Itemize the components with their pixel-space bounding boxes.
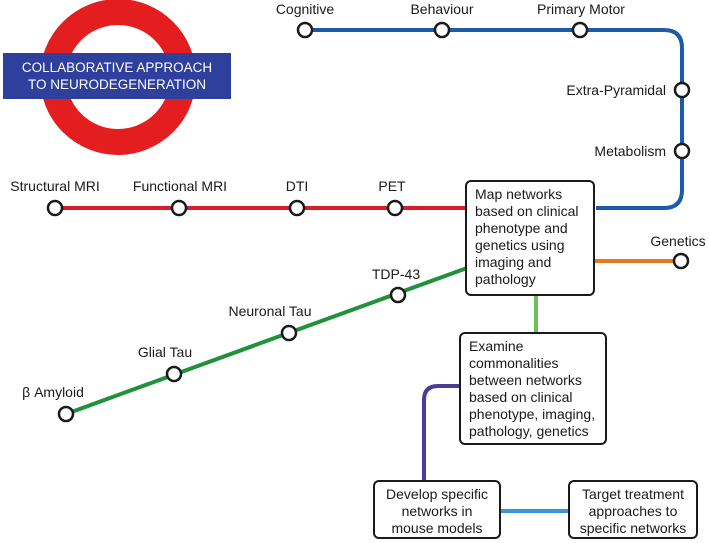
box-mouse-models: Develop specific networks in mouse model… <box>373 480 501 539</box>
box-map-networks: Map networks based on clinical phenotype… <box>465 180 595 296</box>
label-metabolism: Metabolism <box>594 143 666 159</box>
label-genetics: Genetics <box>650 233 705 249</box>
logo-bar <box>3 53 231 99</box>
label-neuronal-tau: Neuronal Tau <box>228 303 311 319</box>
box-mouse-models-text: Develop specific networks in mouse model… <box>386 486 488 536</box>
station-cognitive <box>296 21 314 39</box>
label-beta-amyloid: β Amyloid <box>22 384 84 400</box>
station-beta-amyloid <box>57 405 75 423</box>
label-behaviour: Behaviour <box>410 1 473 17</box>
box-map-networks-text: Map networks based on clinical phenotype… <box>475 186 579 287</box>
green-line <box>65 266 468 416</box>
label-glial-tau: Glial Tau <box>138 344 192 360</box>
box-examine-commonalities: Examine commonalities between networks b… <box>459 332 607 445</box>
purple-connector <box>422 384 461 480</box>
logo: COLLABORATIVE APPROACH TO NEURODEGENERAT… <box>3 0 231 155</box>
label-functional-mri: Functional MRI <box>133 178 227 194</box>
label-cognitive: Cognitive <box>276 1 335 17</box>
logo-line1: COLLABORATIVE APPROACH <box>22 60 212 75</box>
station-behaviour <box>433 21 451 39</box>
label-structural-mri: Structural MRI <box>10 178 99 194</box>
label-extra-pyramidal: Extra-Pyramidal <box>566 82 666 98</box>
station-dti <box>288 199 306 217</box>
station-structural-mri <box>46 199 64 217</box>
box-target-treatment-text: Target treatment approaches to specific … <box>579 486 687 536</box>
station-functional-mri <box>170 199 188 217</box>
blue-line <box>305 28 684 210</box>
station-pet <box>386 199 404 217</box>
station-glial-tau <box>165 365 183 383</box>
station-metabolism <box>673 142 691 160</box>
box-examine-text: Examine commonalities between networks b… <box>469 338 596 439</box>
station-extra-pyramidal <box>673 81 691 99</box>
box-target-treatment: Target treatment approaches to specific … <box>568 480 698 539</box>
station-genetics <box>672 252 690 270</box>
station-tdp43 <box>389 286 407 304</box>
label-pet: PET <box>378 178 406 194</box>
label-dti: DTI <box>286 178 309 194</box>
station-neuronal-tau <box>280 324 298 342</box>
label-tdp43: TDP-43 <box>372 266 420 282</box>
logo-line2: TO NEURODEGENERATION <box>28 77 206 92</box>
label-primary-motor: Primary Motor <box>537 1 625 17</box>
station-primary-motor <box>571 21 589 39</box>
